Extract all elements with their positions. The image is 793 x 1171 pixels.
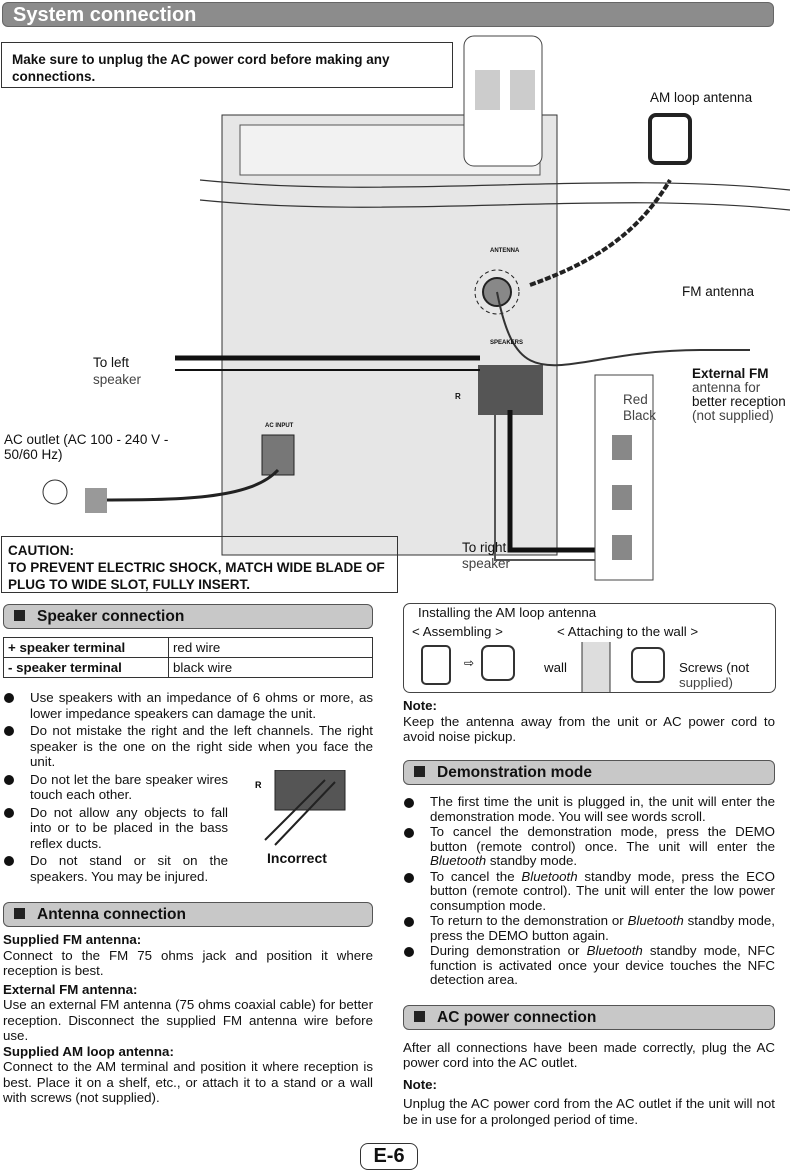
page-title: System connection [2,2,774,27]
text: To return to the demonstration or [430,913,628,928]
paragraph: Connect to the FM 75 ohms jack and posit… [3,947,373,979]
subheading: Supplied AM loop antenna: [3,1043,174,1059]
caution-text: TO PREVENT ELECTRIC SHOCK, MATCH WIDE BL… [8,560,385,592]
svg-text:R: R [255,780,262,790]
bluetooth-text: Bluetooth [586,943,643,958]
attaching-label: < Attaching to the wall > [557,624,699,639]
power-plug [85,488,107,513]
heading-text: Antenna connection [37,906,186,923]
note-text: Keep the antenna away from the unit or A… [403,713,775,745]
bluetooth-text: Bluetooth [627,913,684,928]
incorrect-label: Incorrect [267,850,327,866]
incorrect-illustration: R [255,770,346,846]
list-item: Do not let the bare speaker wires touch … [3,772,228,803]
am-install-title: Installing the AM loop antenna [418,605,597,620]
note-text: Unplug the AC power cord from the AC out… [403,1096,775,1127]
text: standby mode, press the DEMO button agai… [430,913,776,943]
antenna-text: Supplied FM antenna: Connect to the FM 7… [3,932,373,1106]
am-loop-antenna [648,113,692,165]
text: standby mode. [486,853,578,868]
speaker-label: speaker [462,556,511,571]
subheading: External FM antenna: [3,981,138,997]
red-wire-label: Red [623,392,648,407]
text: standby mode, press the ECO button (remo… [430,868,775,913]
ext-fm-label: External FM [692,366,769,381]
table-cell: - speaker terminal [3,657,169,678]
subheading: Supplied FM antenna: [3,932,142,947]
caution-title: CAUTION: [8,543,74,558]
to-right-label: To right [462,540,507,555]
screws-label: Screws (not [679,660,750,675]
black-wire-label: Black [623,408,657,423]
am-loop-label: AM loop antenna [650,90,753,105]
text: During demonstration or [430,943,587,958]
paragraph: After all connections have been made cor… [403,1039,775,1071]
am-install-illustration: ⇨ [421,642,665,692]
svg-text:⇨: ⇨ [464,656,474,670]
panel-antenna-label: ANTENNA [490,248,520,254]
assembling-label: < Assembling > [412,624,503,639]
caution-box: CAUTION: TO PREVENT ELECTRIC SHOCK, MATC… [1,536,398,593]
text: To cancel the [430,868,522,884]
unit-rear-panel [221,114,558,556]
connection-diagram [42,35,791,581]
list-item: Do not allow any objects to fall into or… [3,805,228,852]
text: standby mode, NFC function is activated … [430,943,775,987]
antenna-connection-heading: Antenna connection [3,902,373,927]
list-item: The first time the unit is plugged in, t… [403,794,775,824]
paragraph: Connect to the AM terminal and position … [3,1059,373,1105]
list-item: Do not mistake the right and the left ch… [3,723,373,770]
table-cell: red wire [168,637,373,658]
list-item: Do not stand or sit on the speakers. You… [3,853,228,884]
table-cell: + speaker terminal [3,637,169,658]
ext-fm-label: (not supplied) [692,408,774,423]
ac-outlet-label: AC outlet (AC 100 - 240 V - 50/60 Hz) [4,432,169,462]
ext-fm-label: better reception [692,394,786,409]
speaker-bullets: Use speakers with an impedance of 6 ohms… [3,690,373,886]
screws-label: supplied) [679,675,733,690]
note-antenna: Note: Keep the antenna away from the uni… [403,698,775,745]
ac-power-heading: AC power connection [403,1004,775,1030]
to-left-label: To left [93,355,130,370]
text: The first time the unit is plugged in, t… [430,794,775,824]
list-item: Use speakers with an impedance of 6 ohms… [3,690,373,721]
panel-r-label: R [455,392,461,401]
demo-bullets: The first time the unit is plugged in, t… [403,794,776,989]
am-install-box: Installing the AM loop antenna < Assembl… [403,603,776,693]
note-title: Note: [403,698,437,713]
heading-text: AC power connection [437,1008,597,1026]
speaker-label: speaker [93,372,142,387]
heading-text: Demonstration mode [437,764,593,781]
page-number: E-6 [360,1143,418,1170]
text: To cancel the demonstration mode, press … [430,824,775,854]
panel-ac-input-label: AC INPUT [265,423,294,429]
warning-box: Make sure to unplug the AC power cord be… [1,42,453,88]
paragraph: Use an external FM antenna (75 ohms coax… [3,997,373,1043]
ext-fm-label: antenna for [692,380,761,395]
bluetooth-text: Bluetooth [521,868,578,884]
right-column-lower: Demonstration mode The first time the un… [403,760,775,1127]
antenna-inset [463,35,543,167]
demo-mode-heading: Demonstration mode [403,760,775,785]
heading-text: Speaker connection [37,608,185,625]
ac-power-text: After all connections have been made cor… [403,1040,775,1128]
speaker-connection-heading: Speaker connection [3,604,373,629]
list-item: To return to the demonstration or Blueto… [403,913,776,943]
list-item: To cancel the Bluetooth standby mode, pr… [403,868,775,914]
table-cell: black wire [168,657,373,678]
list-item: During demonstration or Bluetooth standb… [403,943,775,988]
bluetooth-text: Bluetooth [430,853,487,868]
ac-outlet [42,479,68,505]
note-title: Note: [403,1076,437,1092]
ac-input-jack [261,434,295,476]
fm-antenna-label: FM antenna [682,284,755,299]
wall-label: wall [544,660,567,675]
list-item: To cancel the demonstration mode, press … [403,824,775,869]
panel-speakers-label: SPEAKERS [490,340,524,346]
